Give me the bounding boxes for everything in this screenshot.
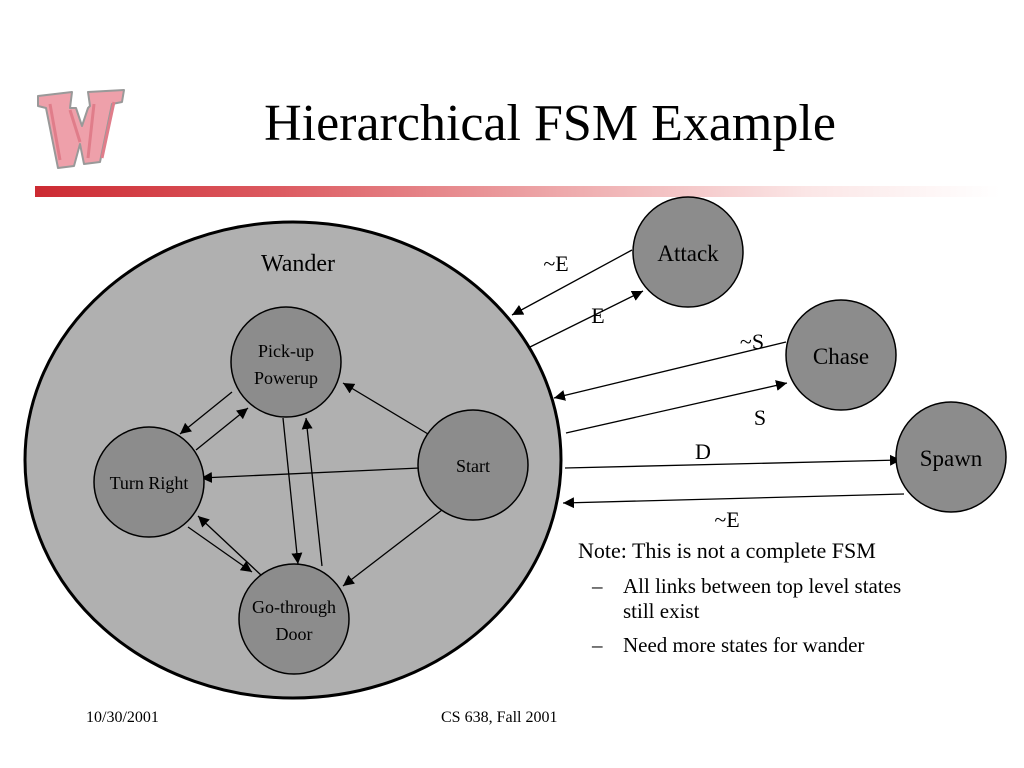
note-bullet: – All links between top level states sti…	[578, 574, 933, 624]
state-pickup-powerup: Pick-up Powerup	[230, 306, 342, 418]
gothrough-label-line1: Go-through	[252, 597, 336, 617]
edge-turnright-to-pickup	[195, 407, 249, 451]
edge-label-e-attack: E	[591, 303, 604, 328]
edge-attack-to-wander	[511, 249, 633, 316]
footer-course: CS 638, Fall 2001	[441, 709, 558, 726]
inner-transitions	[179, 382, 443, 587]
wander-label: Wander	[261, 251, 335, 277]
edge-pickup-to-turnright	[179, 391, 233, 435]
bullet-marker: –	[592, 633, 603, 657]
state-start: Start	[417, 409, 529, 521]
state-chase: Chase	[785, 299, 897, 411]
note-bullet-list: – All links between top level states sti…	[578, 574, 978, 658]
edge-gothrough-to-pickup	[301, 417, 323, 567]
note-block: Note: This is not a complete FSM – All l…	[578, 537, 978, 667]
spawn-label: Spawn	[920, 446, 983, 471]
edge-start-to-gothrough	[342, 509, 443, 587]
pickup-label-line1: Pick-up	[258, 341, 314, 361]
gothrough-label-line2: Door	[276, 624, 313, 644]
pickup-label-line2: Powerup	[254, 368, 318, 388]
edge-label-not-s-chase: ~S	[740, 329, 764, 354]
edge-wander-to-spawn	[564, 454, 902, 469]
state-go-through-door: Go-through Door	[238, 563, 350, 675]
state-turn-right: Turn Right	[93, 426, 205, 538]
attack-label: Attack	[657, 241, 719, 266]
edge-chase-to-wander	[553, 341, 787, 401]
edge-label-s-chase: S	[754, 405, 766, 430]
edge-gothrough-to-turnright	[197, 515, 263, 577]
edge-pickup-to-gothrough	[282, 417, 303, 565]
note-heading: Note: This is not a complete FSM	[578, 538, 876, 563]
state-spawn: Spawn	[895, 401, 1007, 513]
turn-right-label: Turn Right	[110, 473, 189, 493]
edge-start-to-turnright	[200, 467, 421, 483]
edge-spawn-to-wander	[562, 493, 905, 509]
state-attack: Attack	[632, 196, 744, 308]
edge-label-not-e-spawn: ~E	[714, 507, 739, 532]
chase-label: Chase	[813, 344, 869, 369]
outer-transitions	[511, 249, 905, 509]
note-bullet-text: All links between top level states still…	[623, 574, 902, 623]
edge-start-to-pickup	[342, 382, 429, 435]
footer-date: 10/30/2001	[86, 709, 159, 726]
edge-wander-to-chase	[565, 380, 788, 434]
university-w-logo-icon	[37, 89, 125, 169]
start-label: Start	[456, 456, 490, 476]
edge-label-d-spawn: D	[695, 439, 711, 464]
edge-label-not-e-attack: ~E	[543, 251, 568, 276]
edge-wander-to-attack	[529, 290, 644, 348]
edge-turnright-to-gothrough	[187, 526, 253, 573]
note-bullet-text: Need more states for wander	[623, 633, 865, 657]
slide-title: Hierarchical FSM Example	[264, 95, 836, 152]
bullet-marker: –	[592, 574, 603, 598]
note-bullet: – Need more states for wander	[578, 633, 933, 658]
wander-state	[23, 220, 563, 700]
title-divider	[35, 186, 1000, 197]
